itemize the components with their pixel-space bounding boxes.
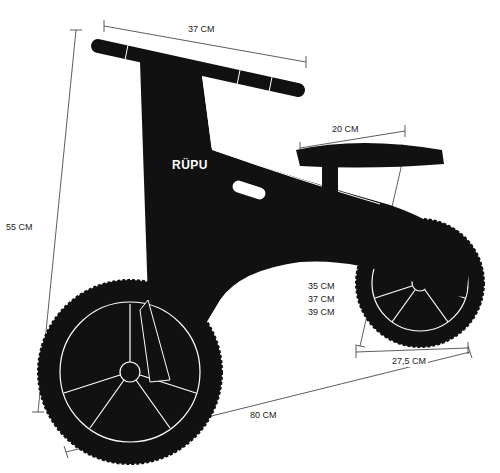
- dimension-line: [356, 348, 468, 352]
- dimension-label: 37 CM: [306, 294, 337, 305]
- brand-logo: RÜPU: [170, 160, 210, 171]
- seat: [296, 143, 444, 168]
- handle-hole: [231, 179, 267, 201]
- fork: [140, 300, 170, 382]
- handlebar: [98, 46, 298, 90]
- dimension-label: 35 CM: [306, 281, 337, 292]
- dimension-label: 80 CM: [248, 410, 279, 421]
- dimension-label: 27,5 CM: [390, 356, 428, 367]
- dimension-label: 39 CM: [306, 307, 337, 318]
- seat-post: [322, 160, 338, 240]
- dimension-label: 37 CM: [186, 24, 217, 35]
- dimension-label: 20 CM: [330, 124, 361, 135]
- dimension-label: 55 CM: [4, 222, 35, 233]
- front-wheel: [38, 280, 222, 464]
